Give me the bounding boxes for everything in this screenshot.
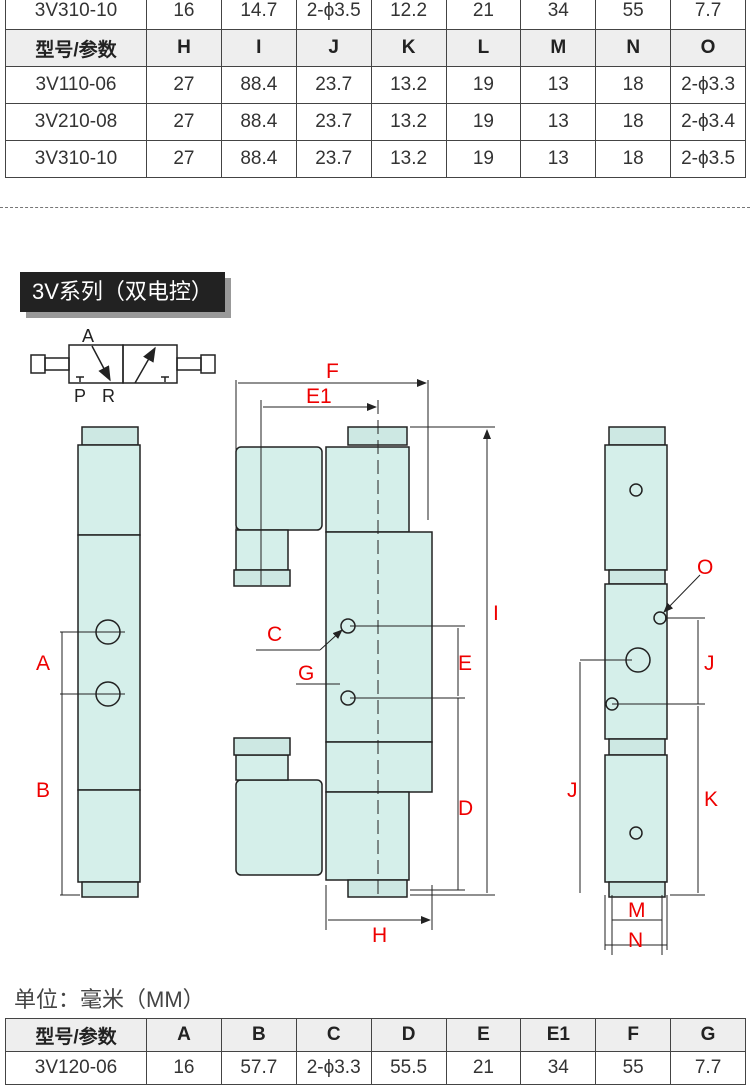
- cell: 2-ϕ3.3: [670, 66, 746, 104]
- cell: 13: [520, 66, 597, 104]
- cell: 34: [520, 1051, 597, 1085]
- dim-m-label: M: [628, 899, 646, 922]
- header-cell: N: [595, 29, 672, 67]
- cell: 3V120-06: [5, 1051, 147, 1085]
- dim-j-label-right: J: [704, 652, 715, 675]
- cell: 7.7: [670, 0, 746, 30]
- valve-dimension-drawing: A P R A B: [30, 326, 718, 955]
- cell: 14.7: [220, 0, 297, 30]
- cell: 27: [146, 66, 222, 104]
- header-cell: G: [670, 1018, 746, 1052]
- cell: 13.2: [370, 66, 447, 104]
- cell: 57.7: [220, 1051, 297, 1085]
- cell: 13.2: [370, 103, 447, 141]
- header-cell: I: [220, 29, 297, 67]
- cell: 23.7: [295, 140, 372, 178]
- cell: 18: [595, 66, 672, 104]
- cell: 3V310-10: [5, 0, 147, 30]
- header-cell: E1: [520, 1018, 597, 1052]
- cell: 23.7: [295, 66, 372, 104]
- port-r-label: R: [102, 386, 115, 406]
- section-title: 3V系列（双电控）: [20, 272, 225, 312]
- cell: 2-ϕ3.3: [295, 1051, 372, 1085]
- cell: 2-ϕ3.5: [295, 0, 372, 30]
- header-cell: L: [445, 29, 522, 67]
- cell: 19: [445, 103, 522, 141]
- header-cell: B: [220, 1018, 297, 1052]
- dim-o-label: O: [697, 556, 713, 579]
- dim-e1-label: E1: [306, 385, 332, 408]
- port-p-label: P: [74, 386, 86, 406]
- header-cell: A: [146, 1018, 222, 1052]
- cell: 18: [595, 103, 672, 141]
- cell: 27: [146, 103, 222, 141]
- header-cell: 型号/参数: [5, 29, 147, 67]
- header-cell: D: [370, 1018, 447, 1052]
- cell: 2-ϕ3.5: [670, 140, 746, 178]
- header-cell: J: [295, 29, 372, 67]
- dim-k-label: K: [704, 788, 718, 811]
- cell: 2-ϕ3.4: [670, 103, 746, 141]
- cell: 13: [520, 103, 597, 141]
- cell: 34: [520, 0, 597, 30]
- cell: 88.4: [220, 103, 297, 141]
- header-cell: O: [670, 29, 746, 67]
- cell: 19: [445, 66, 522, 104]
- dim-a-label: A: [36, 652, 50, 675]
- header-cell: 型号/参数: [5, 1018, 147, 1052]
- cell: 88.4: [220, 66, 297, 104]
- dim-h-label: H: [372, 924, 387, 947]
- cell: 21: [445, 1051, 522, 1085]
- dim-e-label: E: [458, 652, 472, 675]
- cell: 3V110-06: [5, 66, 147, 104]
- cell: 16: [146, 0, 222, 30]
- dim-d-label: D: [458, 797, 473, 820]
- cell: 3V310-10: [5, 140, 147, 178]
- header-cell: K: [370, 29, 447, 67]
- cell: 55: [595, 1051, 672, 1085]
- cell: 16: [146, 1051, 222, 1085]
- dim-i-label: I: [493, 602, 499, 625]
- cell: 27: [146, 140, 222, 178]
- valve-front-view: [233, 379, 495, 930]
- cell: 88.4: [220, 140, 297, 178]
- cell: 12.2: [370, 0, 447, 30]
- cell: 21: [445, 0, 522, 30]
- cell: 7.7: [670, 1051, 746, 1085]
- cell: 55: [595, 0, 672, 30]
- cell: 3V210-08: [5, 103, 147, 141]
- cell: 19: [445, 140, 522, 178]
- header-cell: E: [445, 1018, 522, 1052]
- dim-c-label: C: [267, 623, 282, 646]
- cell: 13.2: [370, 140, 447, 178]
- header-cell: H: [146, 29, 222, 67]
- dim-g-label: G: [298, 662, 314, 685]
- cell: 18: [595, 140, 672, 178]
- cell: 55.5: [370, 1051, 447, 1085]
- cell: 13: [520, 140, 597, 178]
- header-cell: C: [295, 1018, 372, 1052]
- valve-side-view-left: [60, 426, 141, 898]
- dim-f-label: F: [326, 360, 339, 383]
- header-cell: F: [595, 1018, 672, 1052]
- dashed-divider: [0, 207, 750, 208]
- cell: 23.7: [295, 103, 372, 141]
- dim-b-label: B: [36, 779, 50, 802]
- port-a-label: A: [82, 326, 94, 346]
- header-cell: M: [520, 29, 597, 67]
- unit-label: 单位：毫米（MM）: [14, 987, 205, 1012]
- dim-n-label: N: [628, 929, 643, 952]
- valve-symbol: A P R: [30, 326, 216, 406]
- valve-end-view: [579, 426, 705, 955]
- dim-j-label-left: J: [567, 779, 578, 802]
